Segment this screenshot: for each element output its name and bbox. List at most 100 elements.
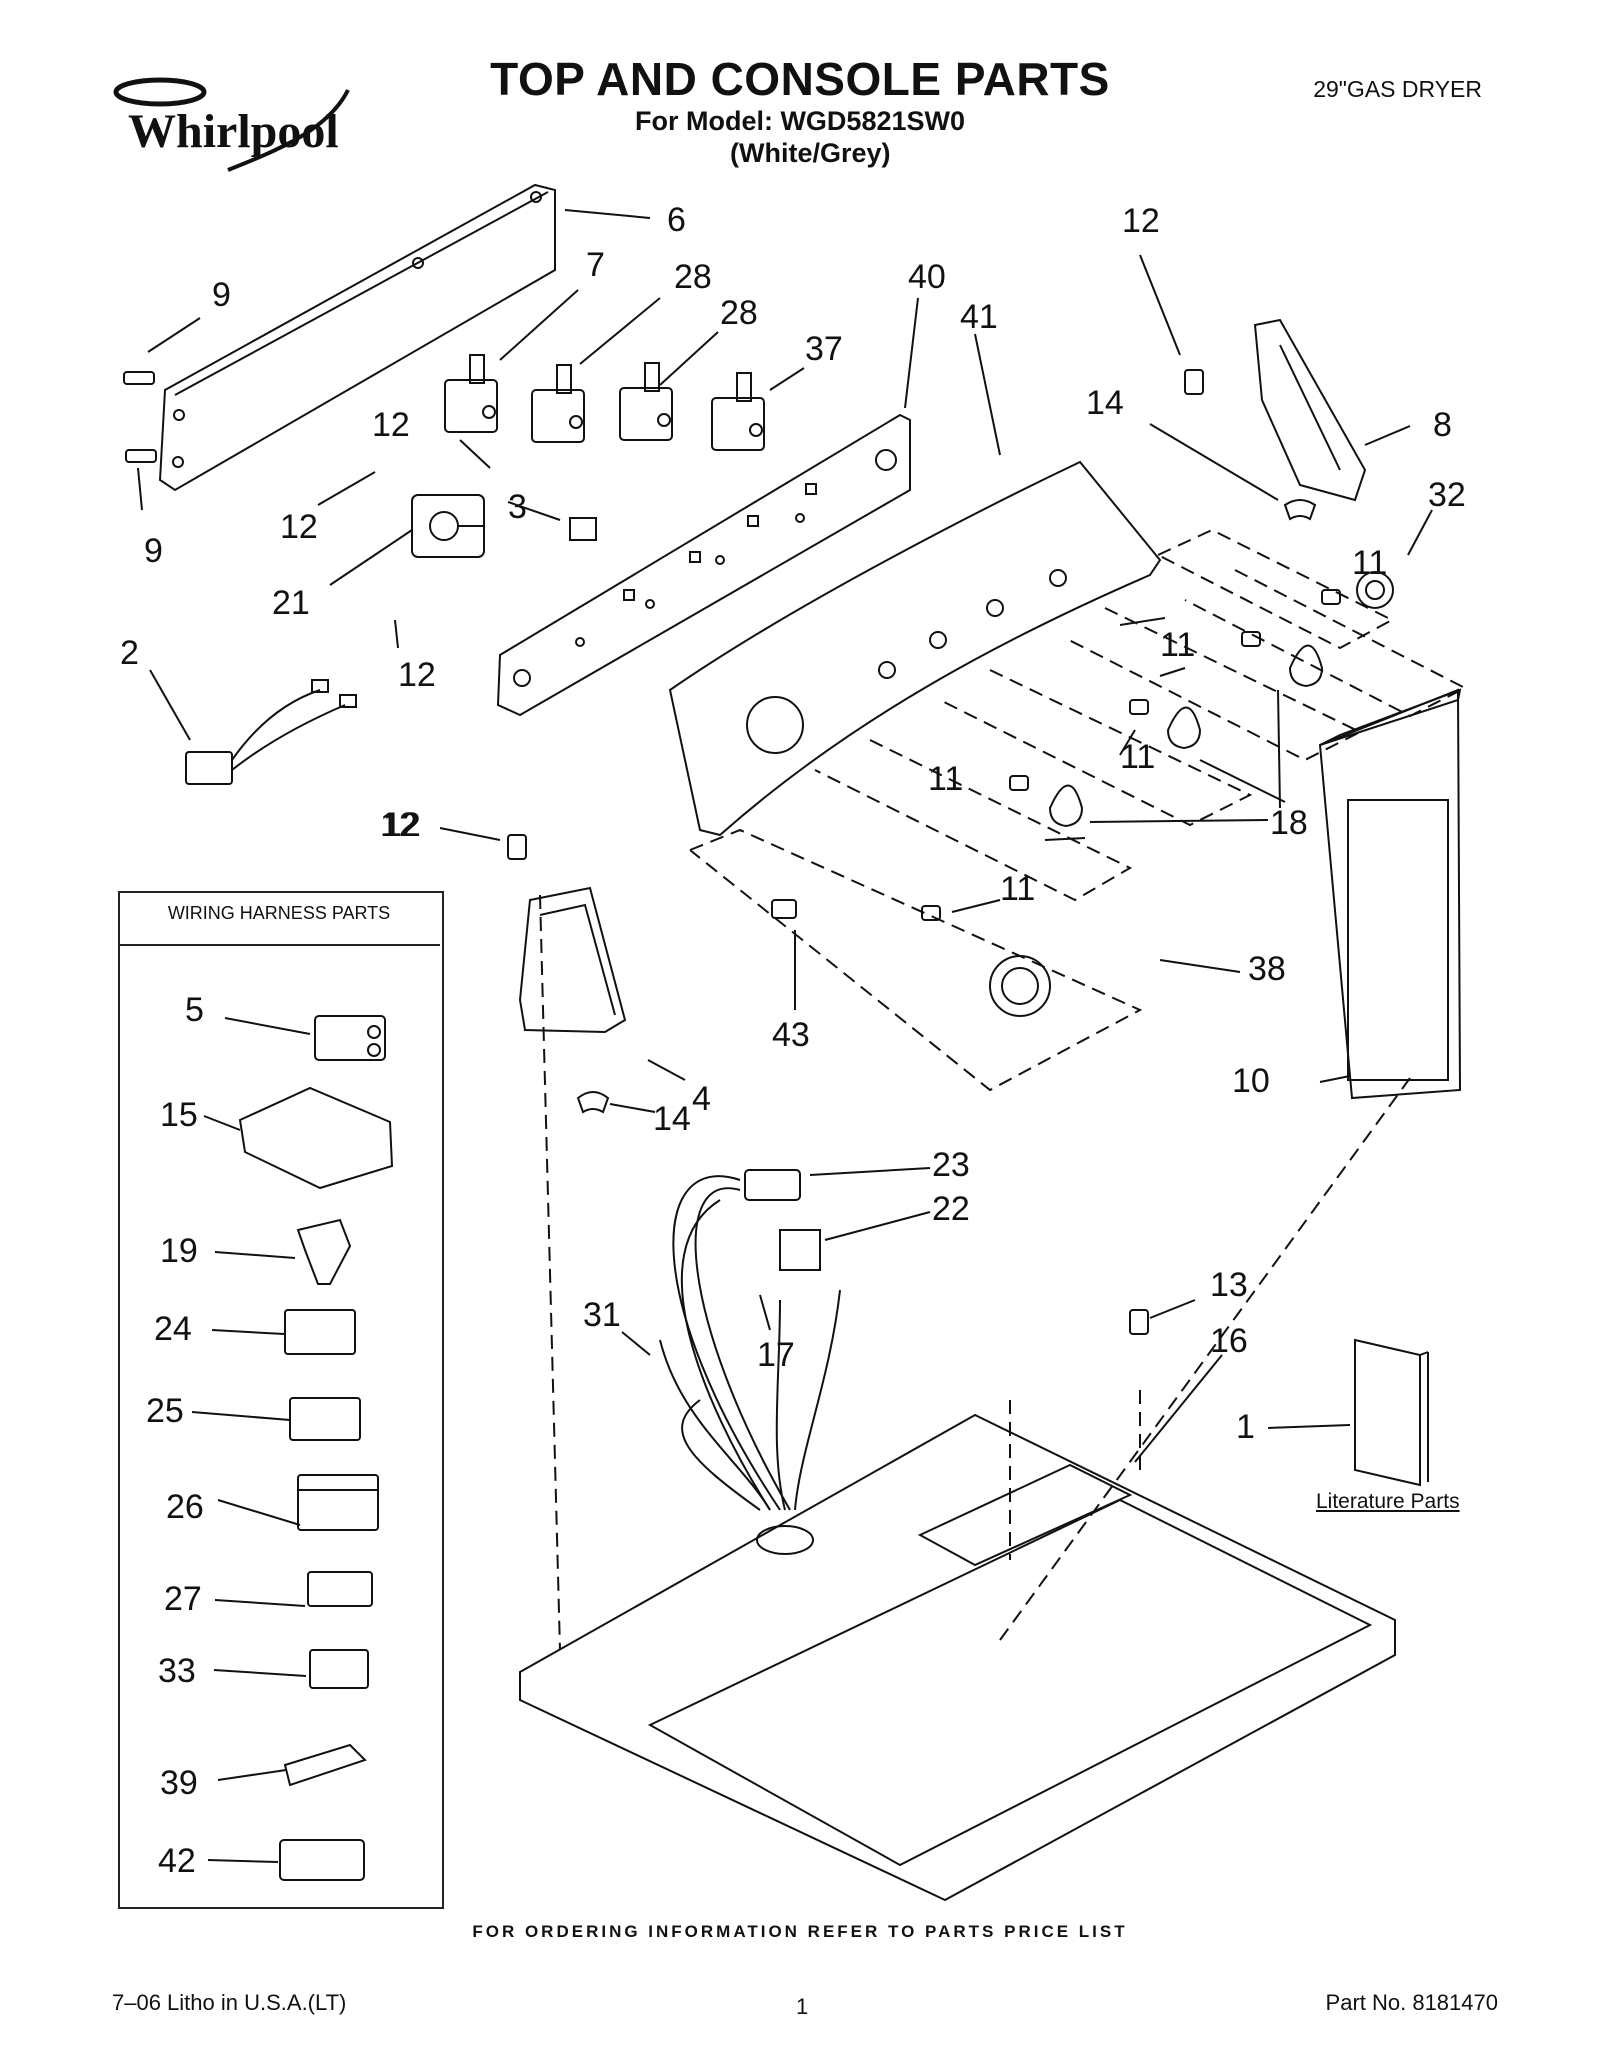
harness-callout: 33 bbox=[158, 1652, 196, 1690]
litho-line: 7–06 Litho in U.S.A.(LT) bbox=[112, 1990, 347, 2015]
wiring-harness-divider bbox=[118, 944, 440, 946]
callout-label: 11 bbox=[1120, 738, 1156, 776]
top-panel-16 bbox=[519, 1413, 1396, 1902]
callout-label: 7 bbox=[586, 246, 605, 284]
screw-9-top bbox=[123, 371, 155, 385]
switch-28-a bbox=[531, 364, 585, 443]
insert-11-b bbox=[1241, 631, 1261, 647]
harness-item-5 bbox=[314, 1015, 386, 1061]
ordering-note: FOR ORDERING INFORMATION REFER TO PARTS … bbox=[472, 1922, 1128, 1941]
knob-18-a bbox=[1288, 644, 1324, 688]
callout-label: 2 bbox=[120, 634, 139, 672]
callout-label: 11 bbox=[928, 760, 964, 798]
callout-label: 32 bbox=[1428, 476, 1466, 514]
harness-callout: 24 bbox=[154, 1310, 192, 1348]
callout-label: 14 bbox=[653, 1100, 691, 1138]
callout-label: 40 bbox=[908, 258, 946, 296]
harness-callout: 25 bbox=[146, 1392, 184, 1430]
callout-label: 3 bbox=[508, 488, 527, 526]
knob-18-b bbox=[1166, 706, 1202, 750]
harness-2 bbox=[185, 679, 357, 785]
guide-lines bbox=[539, 528, 1468, 1651]
harness-item-42 bbox=[279, 1839, 365, 1881]
harness-callout: 39 bbox=[160, 1764, 198, 1802]
end-cap-8 bbox=[1253, 318, 1367, 502]
timer-21 bbox=[411, 494, 485, 558]
harness-31-wires bbox=[659, 1175, 841, 1511]
screw-13 bbox=[1129, 1309, 1149, 1335]
harness-item-27 bbox=[307, 1571, 373, 1607]
callout-label: 11 bbox=[1000, 870, 1036, 908]
harness-23-connector bbox=[744, 1169, 801, 1201]
screw-43 bbox=[771, 899, 797, 919]
callout-label: 12 bbox=[380, 806, 418, 844]
harness-item-33 bbox=[309, 1649, 369, 1689]
page-number: 1 bbox=[796, 1994, 809, 2019]
literature-1 bbox=[1354, 1338, 1429, 1487]
harness-item-24 bbox=[284, 1309, 356, 1355]
callout-label: 9 bbox=[212, 276, 231, 314]
callout-label: 17 bbox=[757, 1336, 795, 1374]
callout-label: 18 bbox=[1270, 804, 1308, 842]
callout-label: 38 bbox=[1248, 950, 1286, 988]
callout-label: 12 bbox=[383, 806, 421, 844]
screw-12-mid bbox=[507, 834, 527, 860]
insert-11-a bbox=[1321, 589, 1341, 605]
switch-28-b bbox=[619, 362, 673, 441]
callout-label: 10 bbox=[1232, 1062, 1270, 1100]
harness-22-connector bbox=[779, 1229, 821, 1271]
harness-item-15 bbox=[238, 1086, 394, 1190]
callout-label: 1 bbox=[1236, 1408, 1255, 1446]
callout-label: 11 bbox=[1352, 544, 1388, 582]
wiring-harness-title: WIRING HARNESS PARTS bbox=[167, 903, 391, 923]
harness-callout: 42 bbox=[158, 1842, 196, 1880]
callout-label: 28 bbox=[720, 294, 758, 332]
whirlpool-logo bbox=[113, 77, 350, 172]
callout-label: 37 bbox=[805, 330, 843, 368]
harness-callout: 5 bbox=[185, 991, 204, 1029]
knob-32 bbox=[1356, 571, 1394, 609]
harness-callout: 19 bbox=[160, 1232, 198, 1270]
callout-label: 16 bbox=[1210, 1322, 1248, 1360]
callout-label: 6 bbox=[667, 201, 686, 239]
callout-label: 12 bbox=[372, 406, 410, 444]
callout-label: 31 bbox=[583, 1296, 621, 1334]
console-bracket-40 bbox=[496, 413, 911, 717]
callout-label: 23 bbox=[932, 1146, 970, 1184]
clip-14-lower bbox=[576, 1091, 610, 1114]
clip-14-right bbox=[1283, 499, 1317, 521]
lint-screen-10 bbox=[1318, 688, 1462, 1100]
clip-3 bbox=[569, 517, 597, 541]
switch-7 bbox=[444, 354, 498, 433]
harness-callout: 27 bbox=[164, 1580, 202, 1618]
callout-label: 28 bbox=[674, 258, 712, 296]
callout-label: 12 bbox=[280, 508, 318, 546]
harness-callout: 15 bbox=[160, 1096, 198, 1134]
callout-label: 14 bbox=[1086, 384, 1124, 422]
page-title: TOP AND CONSOLE PARTS bbox=[490, 53, 1110, 105]
callout-label: 12 bbox=[398, 656, 436, 694]
screw-12-top-right bbox=[1184, 369, 1204, 395]
harness-item-19 bbox=[296, 1218, 352, 1285]
callout-label: 4 bbox=[692, 1080, 711, 1118]
screw-9-bottom bbox=[125, 449, 157, 463]
literature-parts-label: Literature Parts bbox=[1316, 1490, 1460, 1513]
callout-label: 43 bbox=[772, 1016, 810, 1054]
callout-label: 13 bbox=[1210, 1266, 1248, 1304]
callout-label: 11 bbox=[1160, 626, 1196, 664]
console-panel-41 bbox=[668, 460, 1162, 837]
insert-11-d bbox=[1009, 775, 1029, 791]
insert-11-e bbox=[921, 905, 941, 921]
model-line: For Model: WGD5821SW0 bbox=[634, 106, 966, 136]
part-number: Part No. 8181470 bbox=[1325, 1990, 1498, 2015]
color-line: (White/Grey) bbox=[730, 138, 891, 168]
harness-item-39 bbox=[283, 1743, 367, 1787]
callout-label: 21 bbox=[272, 584, 310, 622]
harness-item-26 bbox=[297, 1474, 379, 1531]
insert-11-c bbox=[1129, 699, 1149, 715]
console-back-panel bbox=[158, 183, 556, 492]
switch-37 bbox=[711, 372, 765, 451]
leader-lines bbox=[137, 209, 1433, 1863]
callout-label: 22 bbox=[932, 1190, 970, 1228]
